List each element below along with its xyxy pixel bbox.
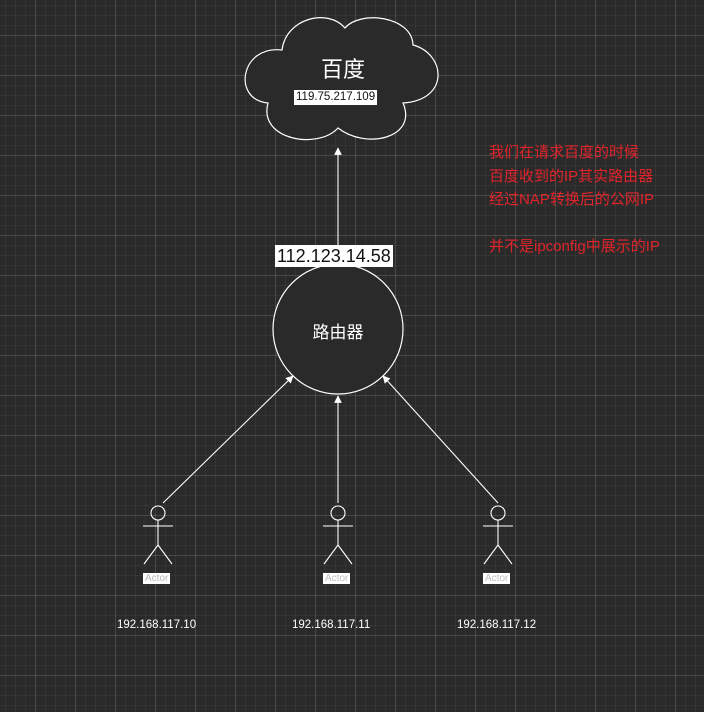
actor-icon [323, 505, 353, 565]
note-line: 经过NAP转换后的公网IP [489, 191, 655, 208]
note-line: 我们在请求百度的时候 [489, 144, 640, 161]
client-ip-label: 192.168.117.11 [292, 619, 371, 631]
actor-label: Actor [143, 573, 171, 584]
public-ip-label: 112.123.14.58 [275, 245, 393, 267]
arrow-client-1-to-router [162, 375, 294, 504]
actor-label: Actor [483, 573, 511, 584]
cloud-shape [244, 17, 439, 141]
note-line [489, 212, 660, 236]
arrow-client-3-to-router [382, 375, 499, 504]
client-ip-label: 192.168.117.12 [457, 619, 537, 631]
cloud-ip-label: 119.75.217.109 [294, 90, 378, 105]
note-line: 百度收到的IP其实路由器 [489, 167, 654, 185]
actor-label: Actor [323, 573, 351, 584]
cloud-title: 百度 [320, 57, 365, 82]
note-line: 并不是ipconfig中展示的IP [489, 238, 660, 255]
client-ip-label: 192.168.117.10 [117, 619, 197, 631]
actor-icon [483, 505, 513, 565]
actor-icon [143, 505, 173, 565]
annotation-note: 我们在请求百度的时候 百度收到的IP其实路由器 经过NAP转换后的公网IP 并不… [489, 141, 660, 259]
router-label: 路由器 [312, 323, 364, 342]
